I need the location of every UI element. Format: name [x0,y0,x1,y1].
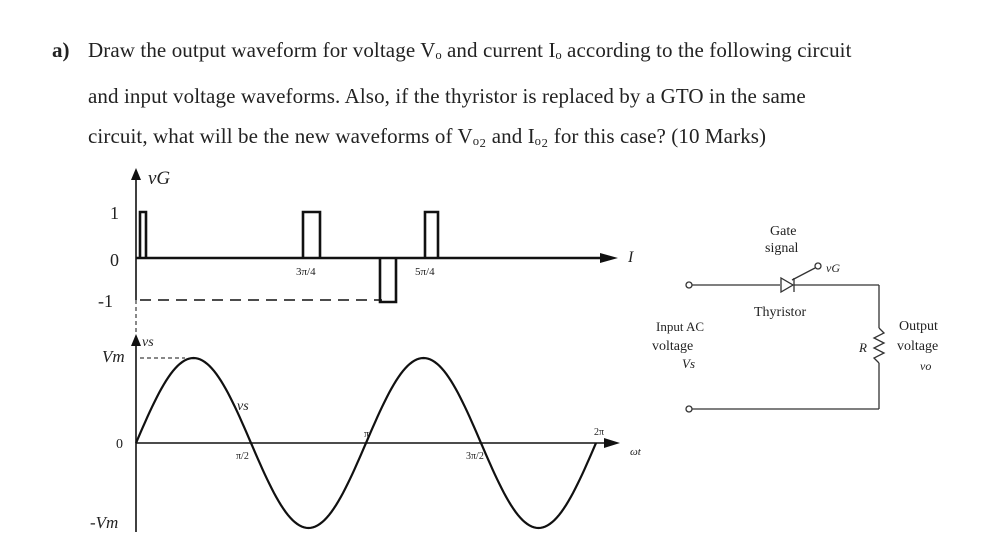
sine-wave [134,356,598,530]
gate-tick-neg1: -1 [98,291,113,311]
vs-tick-0: 0 [116,437,123,452]
gate-axis-end-label: I [627,249,634,266]
input-label-2: voltage [652,339,693,354]
output-label-1: Output [899,319,938,334]
vs-tick-neg-vm: -Vm [90,513,118,532]
gate-terminal [814,262,822,270]
gate-pulse-2 [301,210,322,258]
thyristor-symbol [780,276,795,294]
gate-signal-label-2: signal [765,241,799,256]
question-text-line-1: Draw the output waveform for voltage Vₒ … [88,38,852,62]
input-label-1: Input AC [656,319,704,334]
gate-tick-1: 1 [110,203,119,223]
output-label-2: voltage [897,339,938,354]
vs-curve-label: vs [237,399,249,414]
gate-pulse-3 [378,258,398,304]
source-voltage-plot [131,334,620,532]
question-text-line-3: circuit, what will be the new waveforms … [88,124,767,148]
vs-x-label-pi: π [364,429,369,440]
vs-x-axis-arrow [604,438,620,448]
input-terminal-bottom [685,405,693,413]
resistor-symbol [872,327,886,364]
vs-x-label-2pi: 2π [594,427,604,438]
gate-pulse-1 [138,210,148,258]
gate-pulse-label-a: 3π/4 [296,266,316,278]
gate-signal-plot [131,168,618,372]
input-label-3: Vs [682,356,695,371]
vs-x-label-3pi-half: 3π/2 [466,451,484,462]
resistor-label: R [858,340,867,355]
vs-x-axis-label: ωt [630,446,642,458]
gate-pulse-4 [423,210,440,258]
output-label-3: vo [920,359,931,373]
gate-y-axis-arrow [131,168,141,180]
thyristor-label: Thyristor [754,305,806,320]
gate-y-axis-label: vG [148,168,170,189]
gate-terminal-label: vG [826,261,840,275]
gate-pulse-label-b: 5π/4 [415,266,435,278]
gate-signal-label-1: Gate [770,224,796,239]
gate-tick-0: 0 [110,250,119,270]
vs-y-axis-arrow [131,334,141,346]
vs-tick-vm: Vm [102,347,125,366]
thyristor-gate-lead [791,267,816,281]
vs-x-label-pi-half: π/2 [236,451,249,462]
question-label: a) [52,38,70,62]
vs-y-axis-label: vs [142,335,154,350]
gate-x-axis-arrow [600,253,618,263]
circuit-diagram [685,262,886,413]
question-text-line-2: and input voltage waveforms. Also, if th… [88,84,806,108]
input-terminal-top [685,281,693,289]
